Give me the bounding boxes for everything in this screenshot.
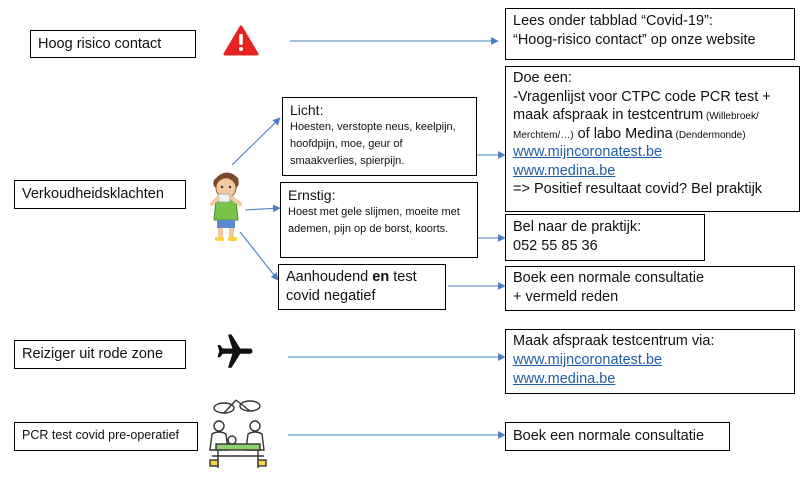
traveler-mijncoronatest-link[interactable]: www.mijncoronatest.be bbox=[513, 351, 663, 368]
category-high-risk: Hoog risico contact bbox=[30, 30, 196, 58]
severity-persistent-pre: Aanhoudend bbox=[286, 269, 373, 285]
arrow-child-to-serious bbox=[244, 204, 281, 213]
action-traveler-line1: Maak afspraak testcentrum via: bbox=[513, 333, 715, 349]
mijncoronatest-link[interactable]: www.mijncoronatest.be bbox=[513, 144, 663, 161]
action-serious-line1: Bel naar de praktijk: bbox=[513, 219, 642, 235]
severity-persistent-post: test covid negatief bbox=[286, 269, 417, 304]
action-light-line4-small: (Dendermonde) bbox=[672, 129, 746, 141]
action-high-risk-line1: Lees onder tabblad “Covid-19”: bbox=[513, 13, 713, 29]
category-pre-op-label: PCR test covid pre-operatief bbox=[22, 428, 180, 442]
traveler-medina-link[interactable]: www.medina.be bbox=[513, 370, 616, 387]
severity-persistent-box: Aanhoudend en test covid negatief bbox=[278, 264, 446, 310]
severity-serious-box: Ernstig: Hoest met gele slijmen, moeite … bbox=[280, 182, 478, 258]
severity-light-title: Licht: bbox=[290, 102, 324, 118]
severity-serious-text: Hoest met gele slijmen, moeite met ademe… bbox=[288, 206, 460, 236]
action-light-line4-text: of labo Medina bbox=[573, 125, 673, 142]
category-cold-symptoms: Verkoudheidsklachten bbox=[14, 180, 186, 209]
action-light-line3-small: (Willebroek/ Merchtem/…) bbox=[513, 111, 759, 141]
severity-light-text: Hoesten, verstopte neus, keelpijn, hoofd… bbox=[290, 121, 456, 168]
action-traveler-box: Maak afspraak testcentrum via: www.mijnc… bbox=[505, 329, 795, 394]
medina-link[interactable]: www.medina.be bbox=[513, 162, 616, 179]
action-light-line3: maak afspraak in testcentrum (Willebroek… bbox=[513, 106, 792, 143]
practice-phone-number: 052 55 85 36 bbox=[513, 237, 598, 254]
action-light-line2: -Vragenlijst voor CTPC code PCR test + bbox=[513, 88, 771, 105]
severity-light-box: Licht: Hoesten, verstopte neus, keelpijn… bbox=[282, 97, 477, 176]
category-traveler-label: Reiziger uit rode zone bbox=[22, 346, 164, 362]
surgery-icon bbox=[209, 399, 267, 468]
action-light-line5: => Positief resultaat covid? Bel praktij… bbox=[513, 181, 763, 198]
action-persistent-line1: Boek een normale consultatie bbox=[513, 270, 705, 286]
action-persistent-box: Boek een normale consultatie + vermeld r… bbox=[505, 266, 795, 311]
action-high-risk-box: Lees onder tabblad “Covid-19”: “Hoog-ris… bbox=[505, 8, 795, 60]
arrow-child-to-persistent bbox=[239, 231, 279, 281]
category-traveler: Reiziger uit rode zone bbox=[14, 340, 186, 369]
action-serious-box: Bel naar de praktijk: 052 55 85 36 bbox=[505, 214, 705, 261]
severity-persistent-bold: en bbox=[372, 269, 390, 285]
action-persistent-line2: + vermeld reden bbox=[513, 288, 619, 305]
action-pre-op-line1: Boek een normale consultatie bbox=[513, 428, 705, 444]
warning-triangle-icon bbox=[223, 25, 259, 56]
action-light-box: Doe een: -Vragenlijst voor CTPC code PCR… bbox=[505, 66, 800, 212]
category-pre-op: PCR test covid pre-operatief bbox=[14, 422, 198, 451]
category-cold-symptoms-label: Verkoudheidsklachten bbox=[22, 186, 164, 202]
action-pre-op-box: Boek een normale consultatie bbox=[505, 422, 730, 451]
severity-serious-title: Ernstig: bbox=[288, 187, 336, 203]
action-light-line3-text: maak afspraak in testcentrum bbox=[513, 107, 704, 124]
action-high-risk-line2: “Hoog-risico contact” op onze website bbox=[513, 31, 756, 48]
action-light-line1: Doe een: bbox=[513, 70, 572, 86]
category-high-risk-label: Hoog risico contact bbox=[38, 36, 162, 52]
arrow-child-to-light bbox=[231, 117, 281, 166]
airplane-icon bbox=[217, 334, 253, 368]
sick-child-icon bbox=[210, 172, 242, 241]
